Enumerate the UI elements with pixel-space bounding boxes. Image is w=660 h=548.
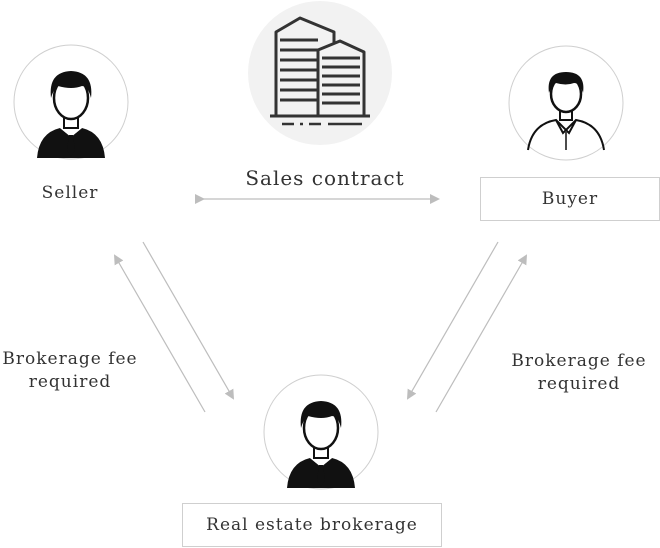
seller-businessman-icon [13, 44, 129, 160]
seller-fee-label: Brokerage fee required [0, 348, 140, 394]
broker-businessman-icon [263, 374, 379, 490]
buyer-to-broker-arrow [407, 241, 499, 400]
sales-contract-label: Sales contract [245, 166, 405, 190]
buyer-fee-line1: Brokerage fee [511, 351, 647, 371]
buyer-fee-line2: required [537, 374, 621, 394]
seller-label: Seller [41, 183, 99, 203]
broker-to-seller-arrow [114, 254, 206, 413]
seller-fee-line1: Brokerage fee [2, 349, 138, 369]
seller-fee-line2: required [28, 372, 112, 392]
buyer-man-icon [508, 45, 624, 161]
buyer-fee-label: Brokerage fee required [506, 350, 652, 396]
seller-to-broker-arrow [142, 241, 234, 400]
office-building-icon [248, 1, 392, 145]
broker-label: Real estate brokerage [182, 503, 442, 547]
broker-to-buyer-arrow [435, 254, 527, 413]
buyer-label: Buyer [480, 177, 660, 221]
